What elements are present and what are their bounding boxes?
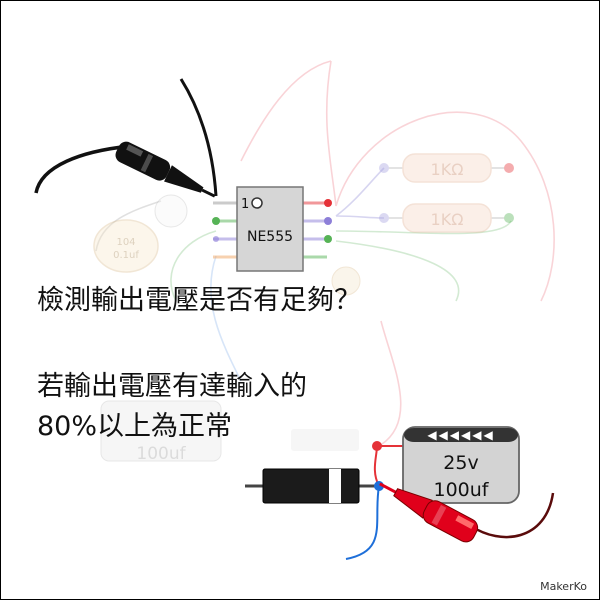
resistor-1: 1KΩ: [379, 153, 514, 183]
diode-component: [245, 468, 379, 504]
ic-pins-left: [213, 201, 237, 259]
answer-line-2: 80%以上為正常: [37, 411, 233, 442]
ne555-ic: 1 NE555: [212, 186, 332, 272]
faded-wiring: [95, 60, 555, 447]
ceramic-cap-value: 104: [116, 237, 135, 248]
maker-logo: MakerKo: [540, 580, 587, 593]
resistor-2-label: 1KΩ: [431, 210, 464, 229]
ic-model-label: NE555: [247, 229, 293, 245]
ic-pin1-label: 1: [241, 197, 249, 212]
electrolytic-capacitor: ◀◀◀◀◀◀ 25v 100uf: [402, 426, 520, 504]
red-probe: [379, 482, 555, 543]
blue-wire: [345, 485, 380, 560]
ic-pin1-dot: [251, 197, 263, 209]
faded-cap-label: 100uf: [136, 444, 186, 464]
ceramic-capacitor: 104 0.1uf: [93, 219, 159, 273]
svg-text:◀◀◀◀◀◀: ◀◀◀◀◀◀: [427, 428, 494, 442]
question-text: 檢測輸出電壓是否有足夠？: [37, 285, 361, 316]
answer-line-1: 若輸出電壓有達輸入的: [37, 371, 307, 402]
red-wire: [373, 445, 380, 487]
ic-pins-right: [303, 201, 327, 259]
cap-capacitance-label: 100uf: [434, 479, 490, 501]
black-probe: [34, 78, 218, 198]
faded-component-left: 100uf: [100, 194, 361, 464]
resistor-1-label: 1KΩ: [431, 160, 464, 179]
cap-voltage-label: 25v: [443, 452, 478, 474]
ceramic-cap-value-uf: 0.1uf: [113, 250, 139, 261]
resistor-2: 1KΩ: [379, 203, 514, 233]
